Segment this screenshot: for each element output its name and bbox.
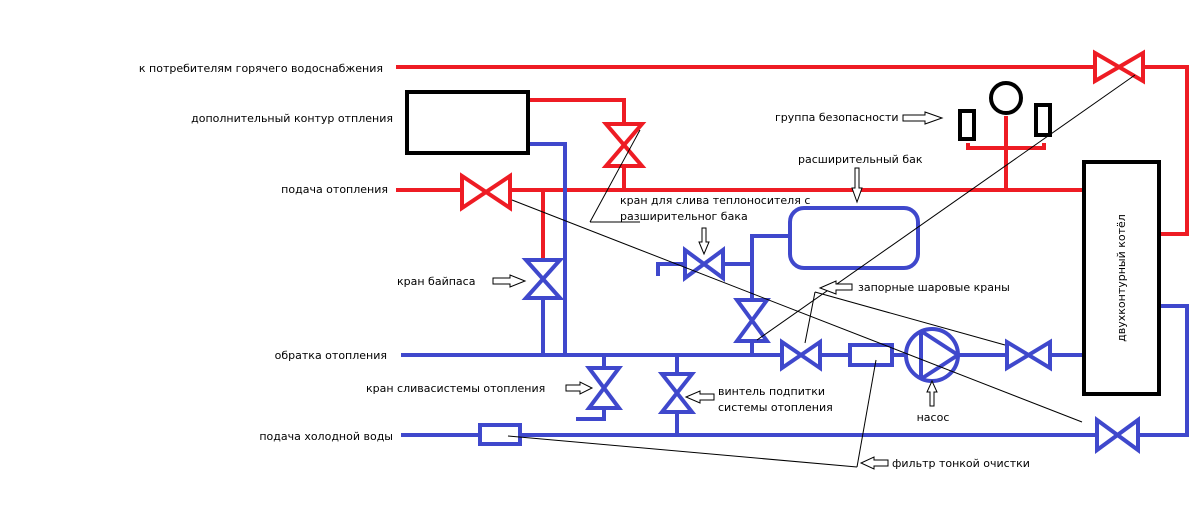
label-tank-drain-1: кран для слива теплоносителя с: [620, 194, 810, 207]
label-safety-group: группа безопасности: [775, 111, 899, 124]
label-pump: насос: [917, 411, 950, 424]
hot-water-line-to-boiler: [1143, 65, 1189, 236]
arrow-makeup: [684, 390, 715, 404]
label-makeup-2: системы отопления: [718, 401, 833, 414]
valve-hot-water[interactable]: [1093, 49, 1145, 85]
valve-heating-supply[interactable]: [460, 172, 512, 212]
boiler-box: [1082, 160, 1161, 396]
label-heating-supply: подача отопления: [281, 183, 388, 196]
arrow-bypass: [492, 274, 527, 288]
label-cold-water-supply: подача холодной воды: [259, 430, 393, 443]
pump: [904, 327, 960, 383]
label-heating-drain-valve: кран сливасистемы отопления: [366, 382, 545, 395]
arrow-tank-drain: [698, 227, 710, 256]
label-shutoff-ball-valves: запорные шаровые краны: [858, 281, 1010, 294]
label-fine-filter: фильтр тонкой очистки: [892, 457, 1030, 470]
arrow-shutoff: [818, 280, 853, 295]
valve-cold-water-boiler[interactable]: [1095, 416, 1140, 454]
label-bypass-valve: кран байпаса: [397, 275, 475, 288]
arrow-heating-drain: [565, 381, 594, 395]
label-makeup-1: винтель подпитки: [718, 385, 825, 398]
valve-return-shutoff[interactable]: [780, 338, 822, 372]
extra-heating-circuit-box: [405, 90, 530, 155]
safety-group-branch: [966, 143, 1046, 150]
air-vent: [1034, 103, 1052, 137]
pressure-gauge: [989, 81, 1023, 115]
label-heating-return: обратка отопления: [275, 349, 387, 362]
label-extra-heating-circuit: дополнительный контур отпления: [191, 112, 393, 125]
cold-water-to-boiler: [1138, 304, 1189, 437]
valve-makeup[interactable]: [657, 372, 697, 414]
label-hot-water-consumers: к потребителям горячего водоснабжения: [139, 62, 383, 75]
arrow-filter: [859, 456, 889, 470]
extra-circuit-supply: [528, 98, 626, 124]
tank-drain-outlet: [656, 262, 685, 276]
valve-tank-drain[interactable]: [683, 246, 725, 282]
arrow-safety-group: [902, 111, 944, 125]
drain-outlet: [576, 408, 606, 421]
valve-extra-circuit[interactable]: [601, 122, 647, 168]
labels: к потребителям горячего водоснабжения до…: [139, 62, 1128, 470]
safety-group: [958, 81, 1052, 141]
label-boiler: двухконтурный котёл: [1115, 214, 1128, 342]
pointer-arrows: [492, 111, 944, 470]
tank-branch-up: [750, 234, 792, 300]
extra-circuit-return: [528, 142, 567, 357]
arrow-expansion-tank: [851, 167, 863, 204]
safety-valve: [958, 109, 976, 141]
leader-lines: [507, 74, 1136, 468]
cold-pipes: [401, 142, 1189, 437]
valve-bypass[interactable]: [521, 258, 565, 300]
valve-tank-shutoff[interactable]: [733, 298, 771, 343]
valve-heating-drain[interactable]: [585, 366, 623, 410]
label-tank-drain-2: разширительног бака: [620, 210, 748, 223]
fine-filter-cold: [478, 423, 522, 446]
label-expansion-tank: расширительный бак: [798, 153, 923, 166]
arrow-pump: [926, 379, 938, 407]
valve-boiler-return-shutoff[interactable]: [1005, 338, 1052, 372]
fine-filter-return: [848, 343, 894, 367]
expansion-tank: [788, 206, 920, 270]
